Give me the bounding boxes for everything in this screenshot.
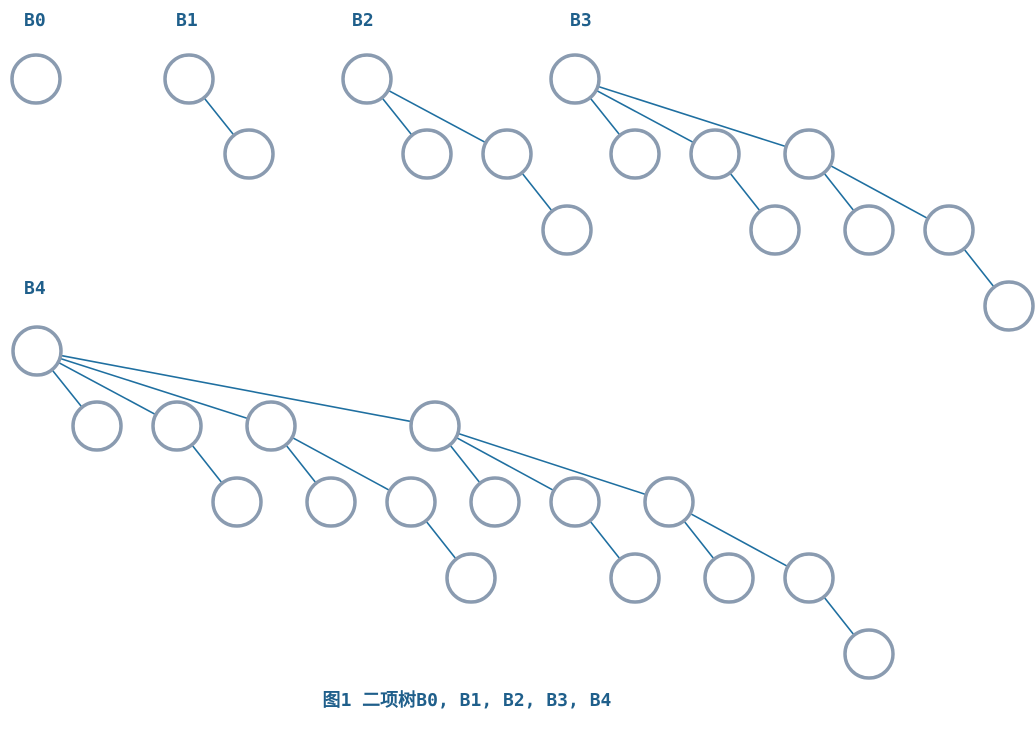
- b4-node-11: [643, 476, 695, 528]
- b4-edge-10: [457, 432, 647, 496]
- b3-edge-4: [823, 172, 855, 212]
- b3-node-2: [689, 128, 741, 180]
- b3-edge-3: [729, 172, 761, 212]
- b4-node-13: [703, 552, 755, 604]
- b3-node-7: [983, 280, 1035, 332]
- b2-node-1: [401, 128, 453, 180]
- b4-node-3: [245, 400, 297, 452]
- tree-label-b1: B1: [176, 10, 198, 31]
- b4-edge-9: [455, 436, 555, 492]
- b4-edge-8: [449, 444, 481, 484]
- b4-edge-7: [425, 520, 457, 560]
- b4-node-15: [843, 628, 895, 680]
- b1-edge-0: [203, 97, 235, 136]
- b3-node-1: [609, 128, 661, 180]
- b2-edge-2: [521, 172, 553, 212]
- b4-edge-5: [285, 444, 317, 484]
- b2-node-2: [481, 128, 533, 180]
- b4-node-6: [305, 476, 357, 528]
- tree-label-b3: B3: [570, 10, 592, 31]
- figure-caption: 图1 二项树B0, B1, B2, B3, B4: [322, 690, 612, 711]
- b3-node-3: [783, 128, 835, 180]
- tree-label-b0: B0: [24, 10, 46, 31]
- b4-edge-11: [589, 520, 621, 560]
- tree-label-b4: B4: [24, 278, 46, 299]
- b4-node-14: [783, 552, 835, 604]
- b4-node-10: [549, 476, 601, 528]
- b4-edge-2: [59, 357, 249, 420]
- b2-edge-0: [381, 97, 413, 136]
- b1-node-0: [163, 53, 215, 105]
- b4-node-1: [71, 400, 123, 452]
- b4-node-4: [409, 400, 461, 452]
- b1-node-1: [223, 128, 275, 180]
- b4-node-8: [445, 552, 497, 604]
- tree-label-b2: B2: [352, 10, 374, 31]
- b3-node-0: [549, 53, 601, 105]
- b2-edge-1: [387, 89, 487, 144]
- b3-edge-6: [963, 248, 995, 288]
- b4-node-2: [151, 400, 203, 452]
- b2-node-3: [541, 204, 593, 256]
- b4-edge-14: [823, 596, 855, 636]
- b4-edge-4: [191, 444, 223, 484]
- b3-edge-0: [589, 97, 621, 136]
- b4-edge-13: [689, 512, 789, 568]
- b4-node-12: [609, 552, 661, 604]
- b4-node-9: [469, 476, 521, 528]
- b4-node-7: [385, 476, 437, 528]
- b3-edge-5: [829, 164, 929, 220]
- b4-edge-12: [683, 520, 715, 560]
- b0-node-0: [10, 53, 62, 105]
- b3-node-5: [843, 204, 895, 256]
- b4-edge-6: [291, 436, 391, 492]
- b2-node-0: [341, 53, 393, 105]
- b4-edge-0: [51, 369, 83, 408]
- b3-edge-2: [597, 85, 787, 148]
- b4-node-0: [11, 325, 63, 377]
- b4-edge-3: [60, 354, 412, 423]
- b3-node-4: [749, 204, 801, 256]
- b3-node-6: [923, 204, 975, 256]
- b3-edge-1: [595, 89, 695, 144]
- b4-edge-1: [57, 361, 157, 416]
- b4-node-5: [211, 476, 263, 528]
